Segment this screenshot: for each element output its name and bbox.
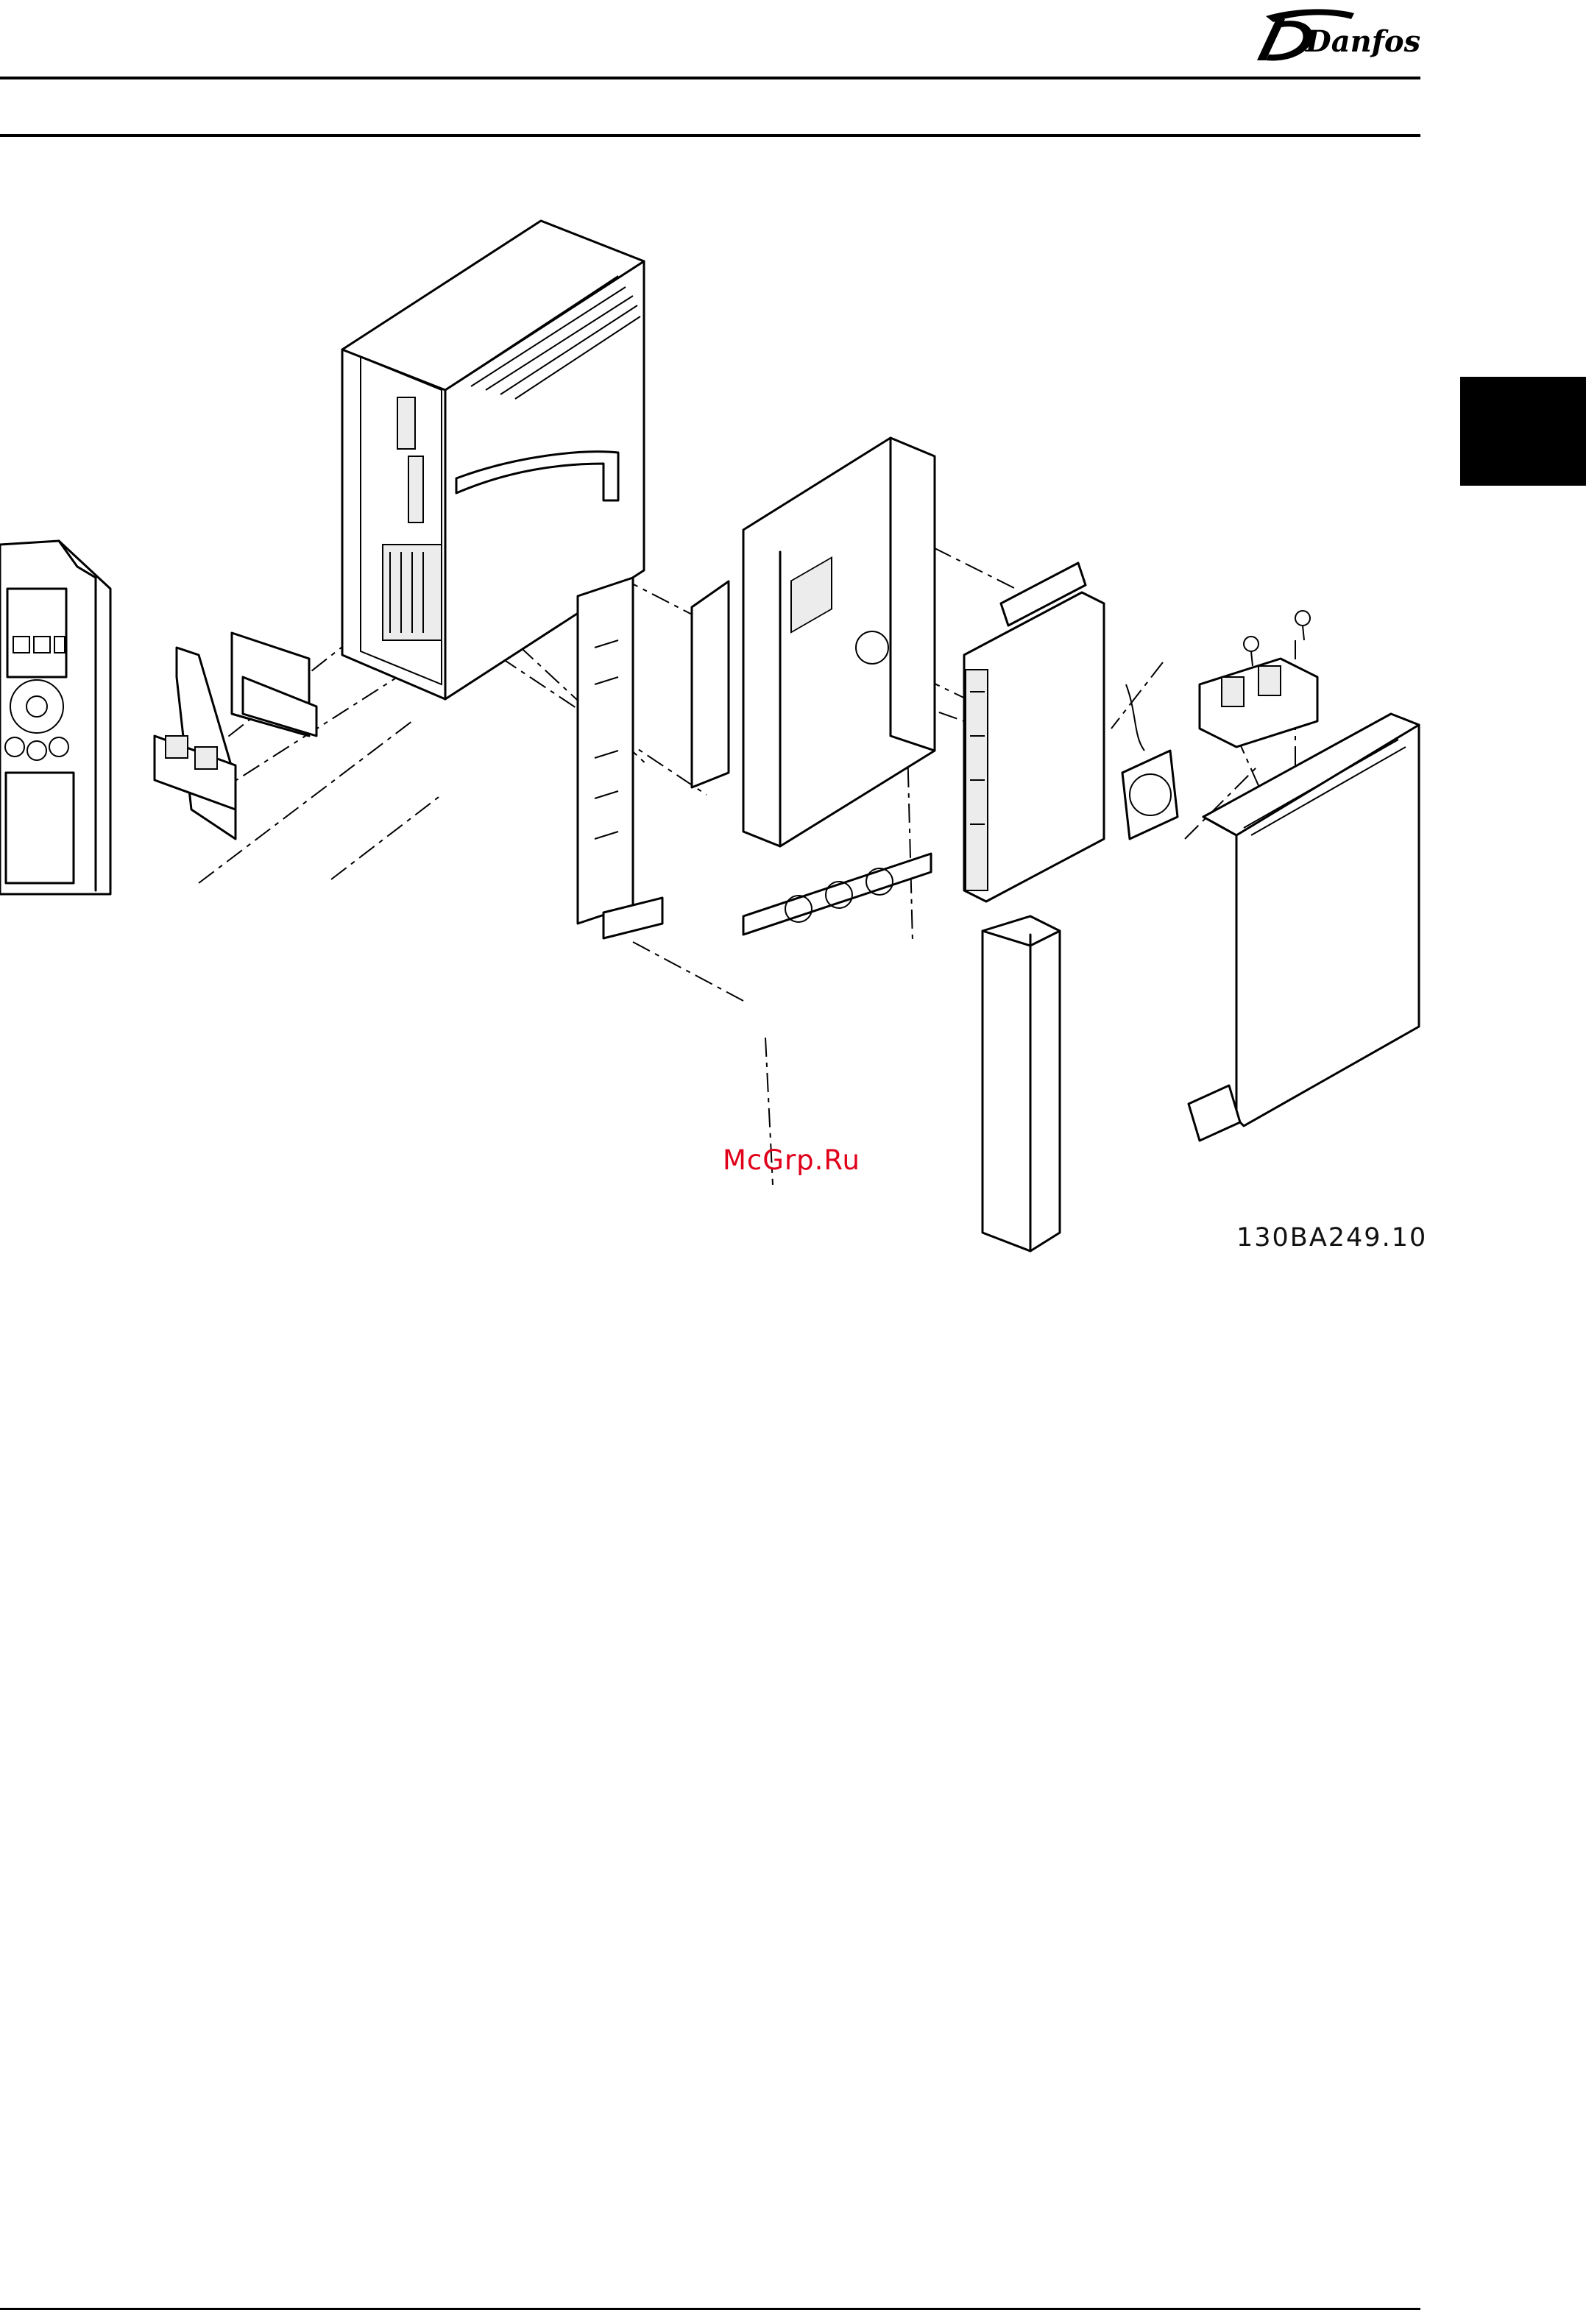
danfoss-logo: Danfoss — [1244, 3, 1420, 68]
fan-drawing — [1122, 684, 1178, 839]
watermark-text: McGrp.Ru — [723, 1144, 860, 1176]
mounting-plate-drawing — [692, 438, 935, 935]
chapter-tab — [1460, 377, 1586, 486]
figure-id-label: 130BA249.10 — [1236, 1223, 1427, 1253]
front-cover-drawing — [1189, 714, 1419, 1141]
header-rule-top — [0, 77, 1420, 79]
logo-wordmark: Danfoss — [1305, 24, 1420, 59]
footer-rule — [0, 2308, 1420, 2310]
terminal-cover-drawing — [983, 916, 1060, 1251]
bracket-drawing — [155, 633, 316, 839]
control-panel-drawing — [0, 541, 110, 894]
exploded-view-figure — [0, 206, 1420, 1266]
header-rule-bottom — [0, 134, 1420, 137]
din-clip-drawing — [1200, 611, 1317, 747]
control-card-drawing — [964, 563, 1104, 901]
side-plate-drawing — [578, 578, 662, 938]
